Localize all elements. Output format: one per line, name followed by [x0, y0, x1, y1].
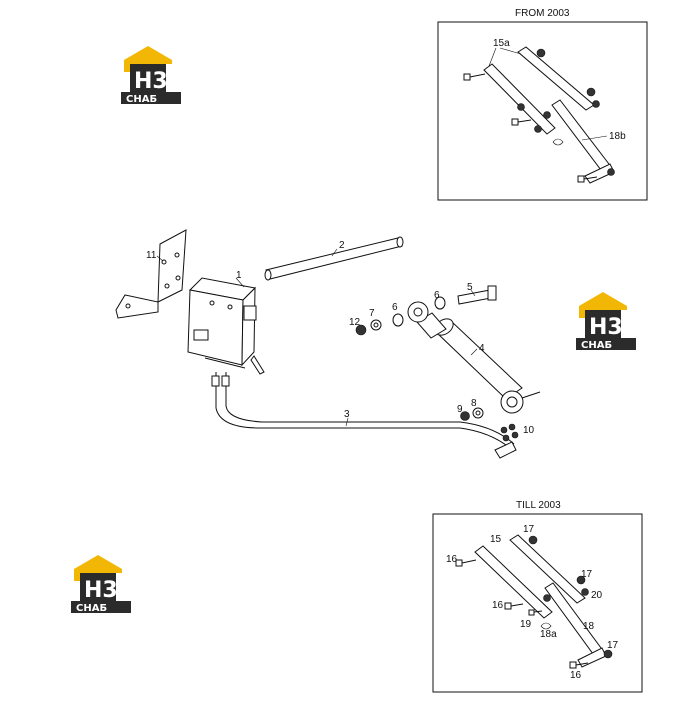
label-17c: 17: [607, 640, 619, 651]
label-2: 2: [339, 240, 345, 251]
link-arm: [551, 99, 613, 175]
bushing: [434, 296, 446, 310]
valve-block: [187, 289, 244, 366]
label-3: 3: [344, 409, 350, 420]
logo-top-left: H3 СНАБ: [121, 46, 181, 105]
label-16c: 16: [570, 670, 582, 681]
logo-mark: H3: [84, 578, 118, 603]
nut: [607, 168, 615, 176]
label-17: 17: [523, 524, 535, 535]
label-6b: 6: [434, 290, 440, 301]
label-18: 18: [583, 621, 595, 632]
bolt: [569, 661, 589, 669]
nut: [603, 649, 613, 659]
nut: [581, 588, 589, 596]
valve-lever: [250, 355, 265, 375]
label-7: 7: [369, 308, 375, 319]
valve-side: [241, 286, 256, 367]
pin: [552, 138, 564, 146]
hose: [215, 372, 511, 449]
label-16: 16: [446, 554, 458, 565]
link-bar: [474, 545, 553, 619]
label-10: 10: [523, 425, 535, 436]
bolt: [504, 602, 524, 610]
nut: [576, 575, 586, 585]
logo-text: СНАБ: [126, 94, 157, 105]
label-20: 20: [591, 590, 603, 601]
nut: [586, 87, 596, 97]
label-18b: 18b: [609, 131, 626, 142]
link-bar: [483, 63, 556, 135]
inset-caption: FROM 2003: [515, 8, 570, 19]
link-bar: [517, 46, 595, 111]
label-9: 9: [457, 404, 463, 415]
label-8: 8: [471, 398, 477, 409]
label-17b: 17: [581, 569, 593, 580]
logo-text: СНАБ: [76, 603, 107, 614]
nut: [517, 103, 525, 111]
label-15: 15: [490, 534, 502, 545]
label-6: 6: [392, 302, 398, 313]
nut: [534, 125, 542, 133]
inset-caption: TILL 2003: [516, 500, 561, 511]
nut: [536, 48, 546, 58]
bracket-flange: [115, 294, 159, 319]
nut: [592, 100, 600, 108]
label-18a: 18a: [540, 629, 557, 640]
label-1: 1: [236, 270, 242, 281]
label-19: 19: [520, 619, 532, 630]
label-11: 11: [146, 250, 157, 261]
valve-plug: [243, 305, 257, 321]
label-4: 4: [479, 343, 485, 354]
logo-bottom-left: H3 СНАБ: [71, 555, 131, 614]
nut: [543, 594, 551, 602]
inset-till-2003: TILL 2003 15 17 16 17 20 16 19 18 18a 17…: [432, 500, 643, 693]
bracket: [157, 229, 187, 303]
label-12: 12: [349, 317, 361, 328]
logo-mark: H3: [134, 69, 168, 94]
inset-frame: [437, 21, 648, 201]
pin: [540, 622, 552, 630]
link-bar: [509, 534, 586, 604]
logo-mark: H3: [589, 315, 623, 340]
nut: [460, 411, 470, 421]
bolt: [511, 118, 532, 126]
inset-from-2003: FROM 2003 15a 18b: [437, 8, 648, 201]
bolt: [463, 73, 486, 81]
main-assembly: 11 1 2 3 4: [115, 229, 541, 459]
label-5: 5: [467, 282, 473, 293]
label-15a: 15a: [493, 38, 510, 49]
hose: [225, 372, 515, 445]
nut: [528, 535, 538, 545]
bushing: [392, 313, 404, 327]
logo-text: СНАБ: [581, 340, 612, 351]
label-16b: 16: [492, 600, 504, 611]
bolt: [577, 175, 598, 183]
bolt: [457, 289, 492, 305]
bolt: [528, 609, 543, 616]
rod: [265, 237, 403, 280]
bolt: [455, 559, 477, 567]
nut: [543, 111, 551, 119]
inset-frame: [432, 513, 643, 693]
logo-right: H3 СНАБ: [576, 292, 636, 351]
nut: [355, 324, 367, 336]
